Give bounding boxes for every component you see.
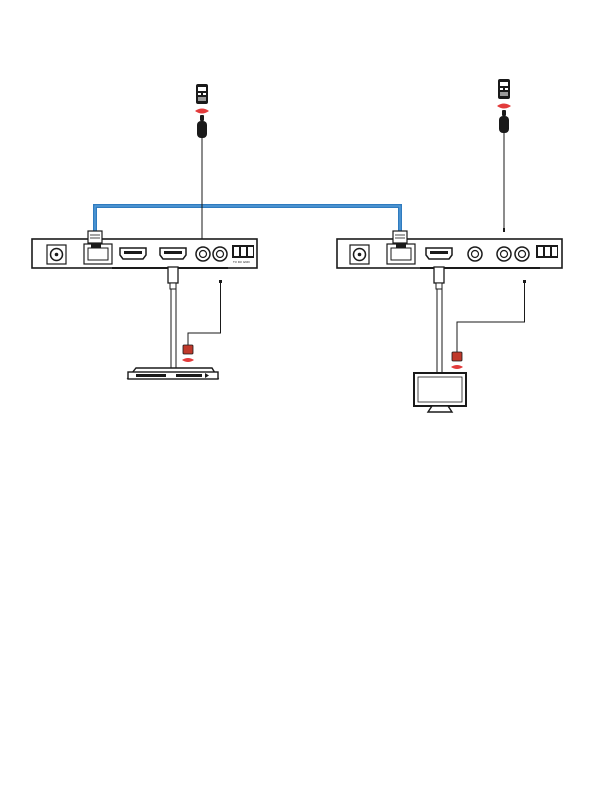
receiver-device: [337, 231, 562, 268]
ir-receiver-left: [197, 115, 207, 243]
ir-in-jack: [468, 247, 482, 261]
power-port: [47, 245, 66, 264]
cat-cable-highlight: [95, 206, 400, 233]
ir-out-jack-b: [515, 247, 529, 261]
transmitter-device: TX RX GND: [32, 231, 257, 268]
ir-out-jack-a: [497, 247, 511, 261]
ir-remote-right: [497, 79, 511, 109]
display-monitor: [414, 373, 466, 412]
ir-out-jack: [213, 247, 227, 261]
ir-in-jack: [196, 247, 210, 261]
hdmi-cable-to-display: [434, 267, 444, 372]
hdmi-in-port: [120, 248, 146, 259]
power-port: [350, 245, 369, 264]
hdmi-loop-port: [160, 248, 186, 259]
ir-receiver-right: [499, 110, 509, 232]
source-player: [128, 368, 218, 379]
ir-emitter-cable-right: [451, 280, 526, 369]
rs232-label: TX RX GND: [232, 260, 251, 264]
hdmi-cable-to-source: [168, 267, 178, 368]
rs232-terminal: [536, 245, 558, 258]
cat-cable: [95, 206, 400, 233]
ir-remote-left: [195, 84, 209, 114]
hdmi-out-port: [426, 248, 452, 259]
ir-emitter-cable-left: [182, 280, 222, 362]
